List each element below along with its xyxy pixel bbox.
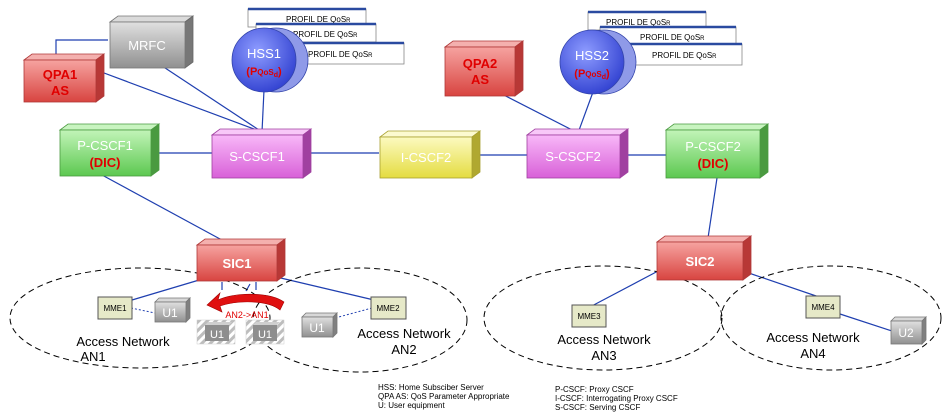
hss1-pqos-label: (PQoSd) [246,66,282,79]
legend-right-1: P-CSCF: Proxy CSCF [555,385,634,394]
mrfc-label: MRFC [128,38,166,53]
hss2-label: HSS2 [575,48,609,63]
access-network-an3 [483,265,723,371]
qpa2-label-line1: QPA2 [463,56,497,71]
link-sic2-mme4 [739,269,823,299]
qpa1-label-line1: QPA1 [43,67,77,82]
hss2-pqos-label: (PQoSd) [574,68,610,81]
link-pcscf2-sic2 [707,177,718,239]
an4-label-line1: Access Network [766,330,860,345]
link-hss2-scscf2 [577,91,594,134]
legend-right-3: S-CSCF: Serving CSCF [555,403,640,412]
access-network-ellipses [9,265,942,373]
curved-arrow-icon [206,292,285,313]
profile-card-text: PROFIL DE QoSR [293,30,358,39]
radio-links [130,307,373,319]
qpa2-label-line2: AS [471,72,489,87]
hss2-node: HSS2 (PQoSd) [559,29,637,95]
an4-label-line2: AN4 [800,346,825,361]
an3-label-line1: Access Network [557,332,651,347]
an1-label-line1: Access Network [76,334,170,349]
pcscf1-node: P-CSCF1 (DIC) [58,123,161,177]
scscf1-node: S-CSCF1 [210,128,313,179]
icscf2-label: I-CSCF2 [401,150,452,165]
profile-card-text: PROFIL DE QoSR [606,18,671,27]
pcscf2-label: P-CSCF2 [685,139,741,154]
access-network-labels: Access Network AN1 Access Network AN2 Ac… [76,326,860,364]
access-network-an4 [720,265,942,371]
u1-an2: U1 [301,312,338,338]
access-network-an2 [252,267,468,373]
profile-card-text: PROFIL DE QoSR [652,51,717,60]
mme3-node: MME3 [571,304,607,328]
links [55,39,896,333]
sic1-node: SIC1 [195,238,287,282]
u1-label: U1 [162,306,178,320]
link-sic2-mme3 [587,269,661,309]
handover-tick-marks [221,282,257,292]
pcscf2-node: P-CSCF2 (DIC) [664,123,770,179]
link-hss1-scscf1 [261,89,265,133]
pcscf2-dic-label: (DIC) [697,156,728,171]
u2-label: U2 [898,326,914,340]
an2-label-line1: Access Network [357,326,451,341]
mme2-node: MME2 [370,296,407,320]
hss1-label: HSS1 [247,46,281,61]
u1-label: U1 [309,321,325,335]
profile-card-text: PROFIL DE QoSR [640,33,705,42]
qpa2-node: QPA2 AS [443,40,525,97]
sic2-node: SIC2 [655,235,753,281]
an1-label-line2: AN1 [80,349,105,364]
mme4-label: MME4 [811,303,835,312]
u2-an4: U2 [890,316,927,345]
access-network-an1 [9,267,271,369]
legend: HSS: Home Subsciber Server QPA AS: QoS P… [378,383,678,412]
scscf2-label: S-CSCF2 [545,149,601,164]
profile-card-text: PROFIL DE QoSR [308,50,373,59]
scscf2-node: S-CSCF2 [525,128,630,179]
pcscf1-dic-label: (DIC) [89,155,120,170]
link-mme4-u2 [839,313,896,333]
sic2-label: SIC2 [686,254,715,269]
legend-left-2: QPA AS: QoS Parameter Appropriate [378,392,510,401]
mme3-label: MME3 [577,312,601,321]
an3-label-line2: AN3 [591,348,616,363]
sic1-label: SIC1 [223,256,252,271]
u1-ghost-label: U1 [210,329,224,341]
scscf1-label: S-CSCF1 [229,149,285,164]
u1-ghost-2: U1 [245,319,285,345]
legend-left-1: HSS: Home Subsciber Server [378,383,484,392]
qpa1-node: QPA1 AS [22,53,106,103]
u1-an1: U1 [154,297,191,323]
link-qpa2-scscf2 [495,90,579,134]
legend-left-3: U: User equipment [378,401,445,410]
pcscf1-label: P-CSCF1 [77,138,133,153]
mrfc-node: MRFC [108,15,195,69]
u1-ghost-label: U1 [258,329,272,341]
mme1-node: MME1 [97,296,133,320]
link-mrfc-scscf1 [149,57,263,133]
an2-label-line2: AN2 [391,342,416,357]
link-sic1-mme2 [267,274,375,301]
hss1-node: HSS1 (PQoSd) [231,27,309,93]
mme1-label: MME1 [103,304,127,313]
qpa1-label-line2: AS [51,83,69,98]
legend-right-2: I-CSCF: Interrogating Proxy CSCF [555,394,678,403]
profile-card-text: PROFIL DE QoSR [286,15,351,24]
icscf2-node: I-CSCF2 [378,130,482,179]
link-qpa1-scscf1 [95,69,263,133]
handover-label: AN2->AN1 [225,310,268,320]
mme4-node: MME4 [805,295,841,319]
handover-arrow: AN2->AN1 [206,292,285,320]
hss2-profile-cards: PROFIL DE QoSR PROFIL DE QoSR PROFIL DE … [587,10,743,66]
u1-ghost-1: U1 [196,319,236,345]
mme2-label: MME2 [376,304,400,313]
